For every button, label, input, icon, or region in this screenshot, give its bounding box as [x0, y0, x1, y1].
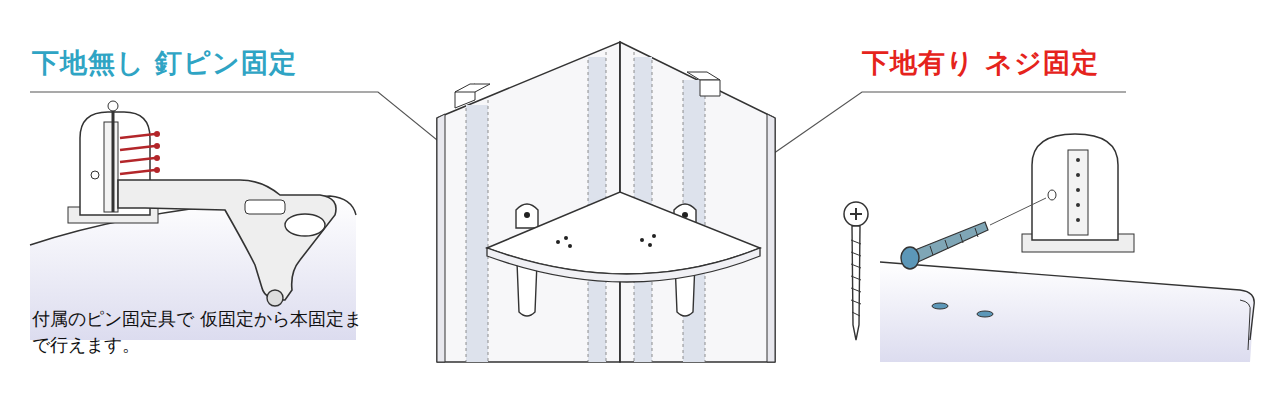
heading-with-base: 下地有り ネジ固定 [862, 45, 1099, 81]
heading-no-base: 下地無し 釘ピン固定 [32, 45, 297, 81]
note-text: 付属のピン固定具で 仮固定から本固定まで行えます。 [32, 306, 362, 358]
